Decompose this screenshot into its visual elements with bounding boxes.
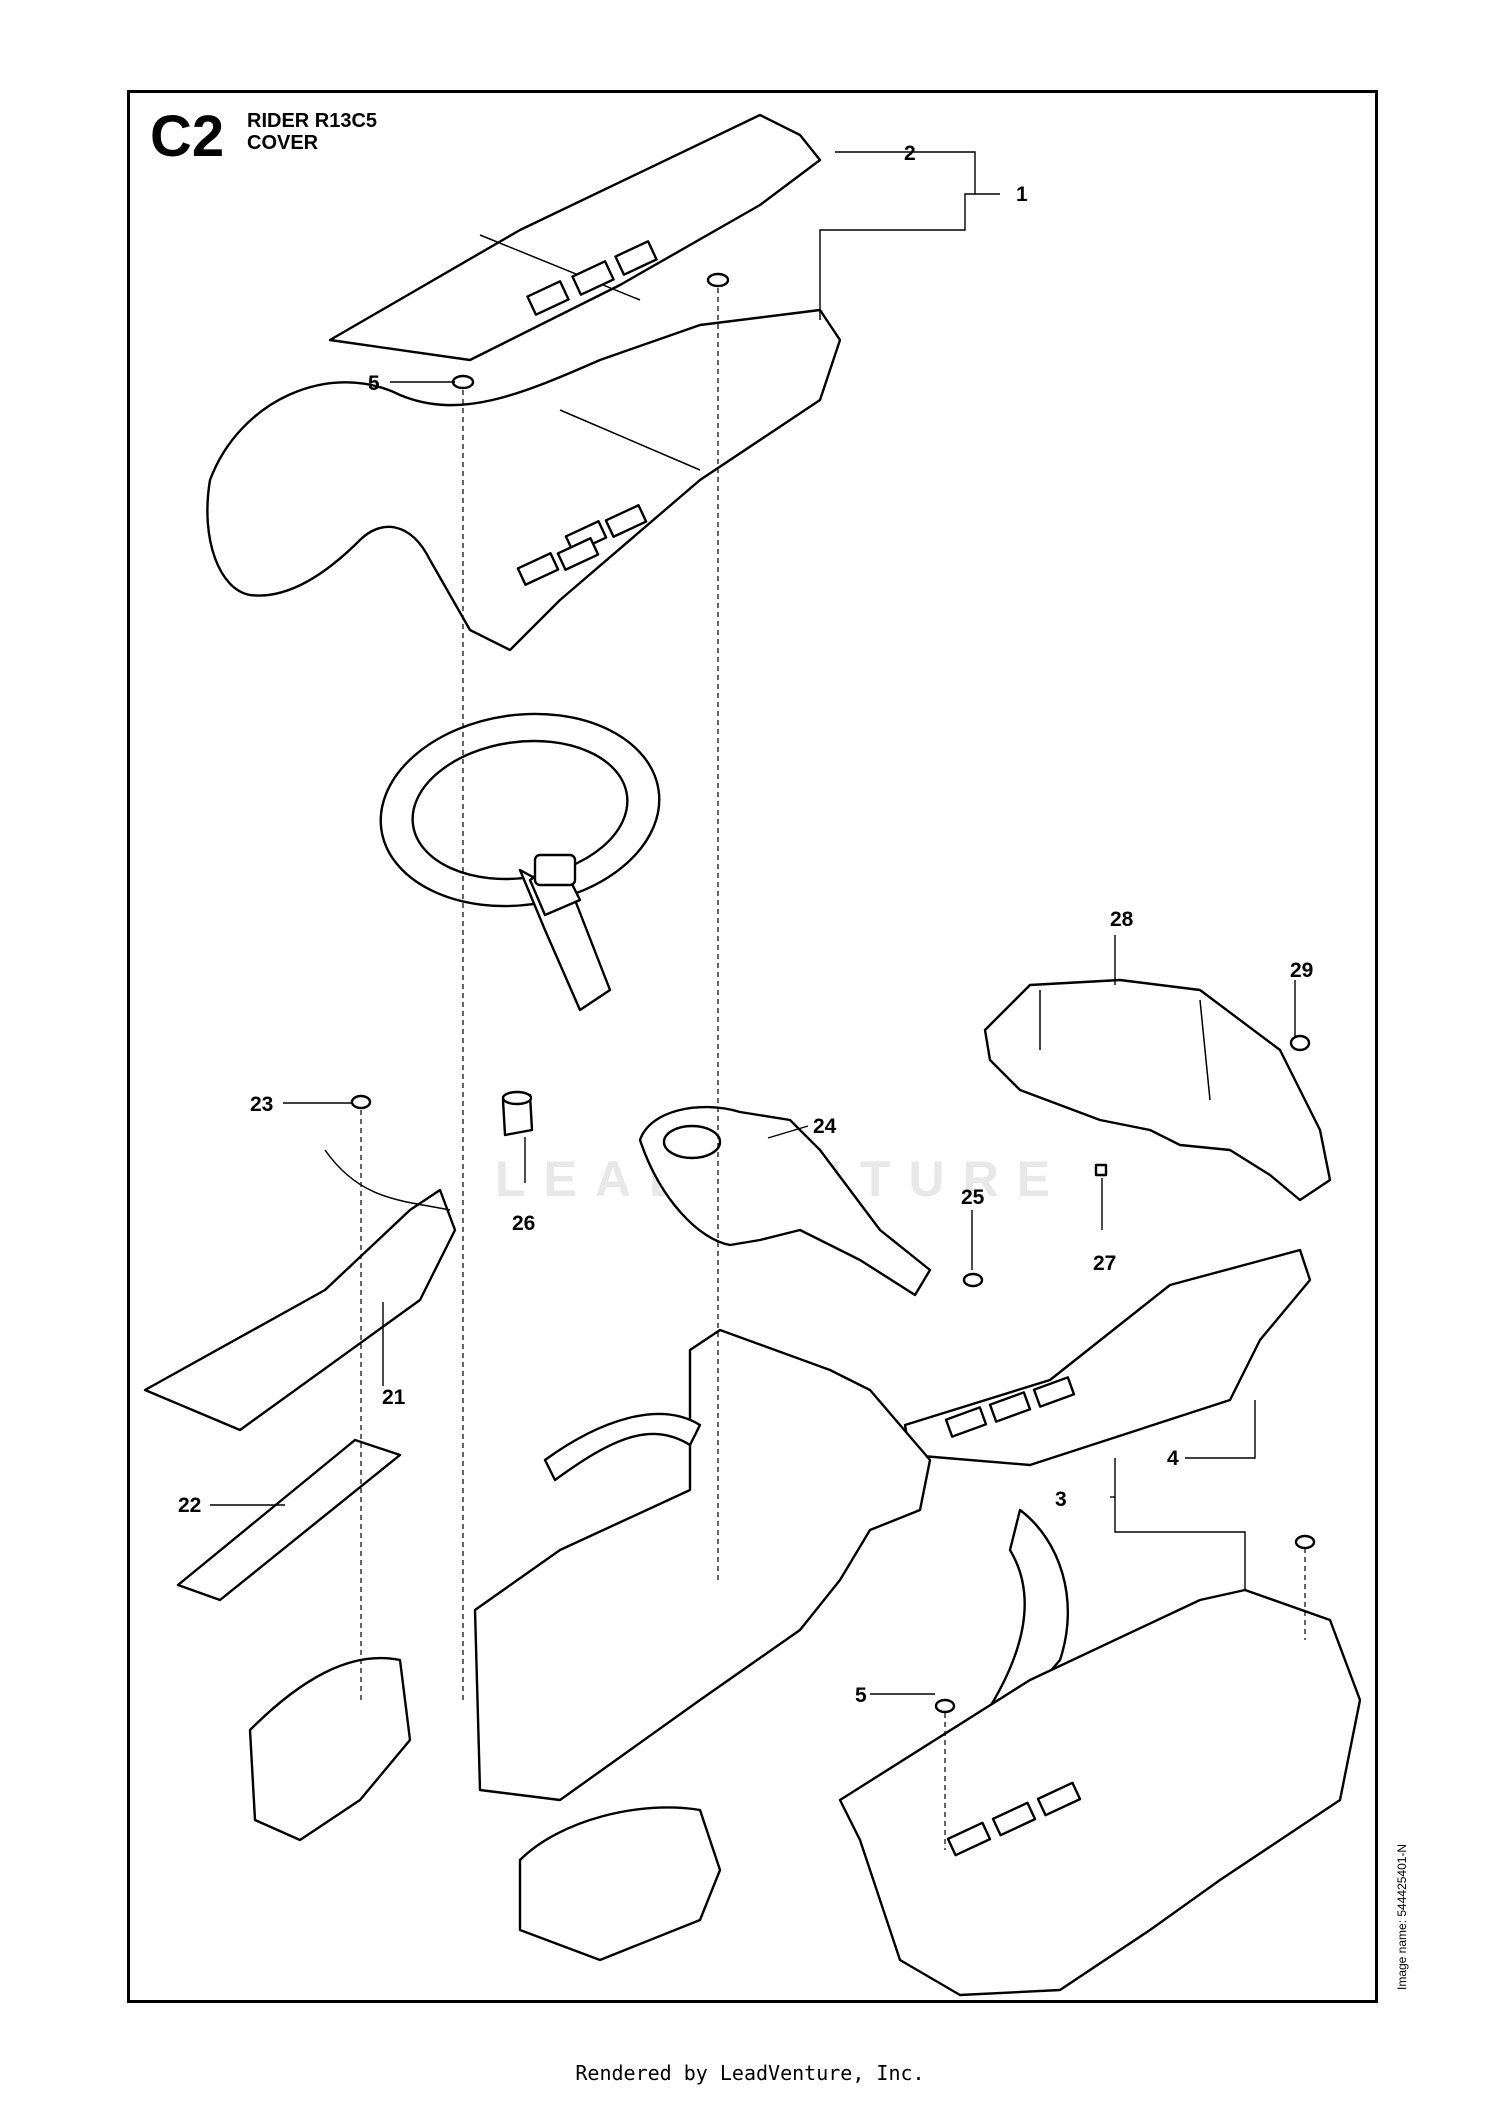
callout-27: 28 <box>1110 908 1134 931</box>
callout-24: 24 <box>813 1115 837 1138</box>
part-21-side-panel[interactable] <box>143 1149 457 1432</box>
footer-credit: Rendered by LeadVenture, Inc. <box>575 2061 925 2085</box>
callout-25: 25 <box>961 1186 985 1209</box>
diagram-frame <box>127 90 1378 2003</box>
section-title-line1: RIDER R13C5 <box>247 110 378 132</box>
callout-3: 3 <box>1055 1488 1067 1511</box>
callout-28: 29 <box>1290 959 1313 982</box>
callout-23: 23 <box>250 1093 273 1116</box>
chassis-frame <box>248 1328 1070 1962</box>
part-28-screw[interactable] <box>1289 1034 1311 1052</box>
callout-22: 22 <box>178 1494 201 1517</box>
part-5-bolt-top[interactable] <box>451 272 730 390</box>
callout-5-lower: 5 <box>855 1684 867 1707</box>
section-title: RIDER R13C5 COVER <box>247 110 377 154</box>
leader-lines <box>210 151 1306 1850</box>
part-26-cap[interactable] <box>501 1090 534 1137</box>
part-27-rear-cover[interactable] <box>983 978 1332 1202</box>
part-1-upper-cover[interactable] <box>206 308 842 652</box>
callout-1: 1 <box>1016 183 1028 206</box>
callout-26: 26 <box>512 1212 535 1235</box>
callout-2: 2 <box>904 142 916 165</box>
section-code: C2 <box>150 104 225 169</box>
part-22-strip[interactable] <box>176 1438 402 1602</box>
part-23-screw[interactable] <box>350 1094 372 1110</box>
callout-5-top: 5 <box>368 372 380 395</box>
part-5-bolt-lower[interactable] <box>934 1534 1316 1714</box>
callout-29: 27 <box>1093 1252 1116 1275</box>
callout-4: 4 <box>1167 1447 1179 1470</box>
part-29-nut[interactable] <box>1094 1163 1108 1177</box>
part-24-console[interactable] <box>638 1105 932 1297</box>
callout-21: 21 <box>382 1386 406 1409</box>
part-4-lower-mat[interactable] <box>903 1248 1312 1467</box>
steering-wheel[interactable] <box>368 696 672 1012</box>
section-title-line2: COVER <box>247 132 319 154</box>
part-2-upper-mat[interactable] <box>328 113 822 362</box>
image-name-note: Image name: 544425401-N <box>1395 1843 1409 1990</box>
part-3-lower-fender[interactable] <box>838 1588 1362 1997</box>
part-25-screw[interactable] <box>962 1272 984 1288</box>
